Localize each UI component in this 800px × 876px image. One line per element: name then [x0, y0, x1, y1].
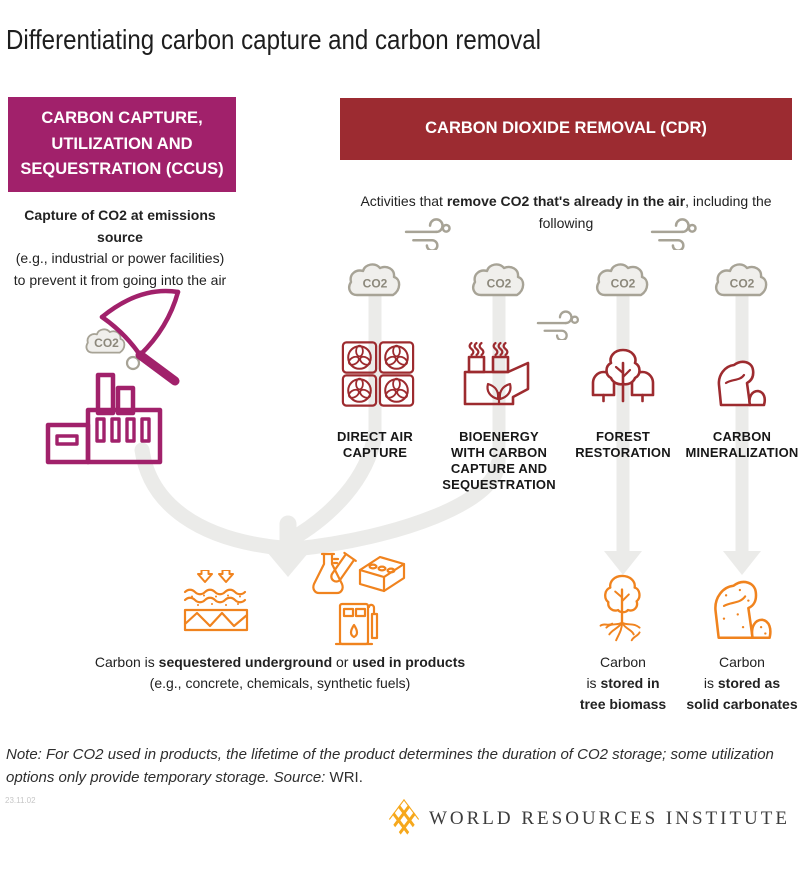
note-source-label: Source:: [273, 769, 330, 787]
factory-building: [45, 372, 163, 465]
solid-carbonate-icon: [714, 580, 772, 640]
svg-text:CO2: CO2: [730, 277, 755, 291]
label-direct-air-capture: DIRECT AIR CAPTURE: [337, 429, 413, 460]
products-icons: [312, 551, 406, 646]
brick-icon: [358, 555, 406, 593]
ccus-desc-line: (e.g., industrial or power facilities): [15, 250, 225, 267]
ccus-header-line: SEQUESTRATION (CCUS): [20, 160, 224, 179]
fuel-pump-icon: [334, 602, 379, 646]
cdr-intro-text: Activities that: [360, 193, 447, 209]
leaf-icon: [486, 382, 512, 406]
tree-biomass-icon: [599, 574, 641, 642]
outcome-tree-text: Carbon is stored in tree biomass: [579, 654, 667, 712]
label-carbon-mineralization: CARBON MINERALIZATION: [685, 429, 799, 460]
beccs-plant-icon: [463, 341, 530, 406]
cdr-intro-bold: remove CO2 that's already in the air: [446, 193, 686, 209]
label-forest-restoration: FOREST RESTORATION: [575, 429, 671, 460]
cdr-header: CARBON DIOXIDE REMOVAL (CDR): [340, 98, 792, 160]
ccus-desc-line: to prevent it from going into the air: [13, 272, 227, 289]
page-title: Differentiating carbon capture and carbo…: [6, 24, 541, 55]
cdr-intro-text: , including the following: [538, 193, 772, 231]
co2-cloud-icon: CO2: [470, 260, 528, 300]
wri-logo-icon: [388, 799, 419, 839]
note-source: WRI.: [329, 769, 363, 787]
smoke-puff-icon: [125, 355, 141, 371]
version-number: 23.11.02: [5, 796, 36, 805]
note-text: Note: For CO2 used in products, the life…: [6, 746, 774, 787]
ccus-desc-bold: Capture of CO2 at emissions source: [24, 207, 216, 245]
wind-icon: [404, 218, 451, 250]
svg-text:CO2: CO2: [487, 277, 512, 291]
test-tube-icon: [330, 551, 357, 583]
wind-icon: [650, 218, 697, 250]
flask-icon: [312, 552, 344, 595]
emissions-source-factory-icon: CO2: [45, 288, 181, 465]
svg-text:CO2: CO2: [363, 277, 388, 291]
co2-cloud-icon: CO2: [346, 260, 404, 300]
wri-logo: WORLD RESOURCES INSTITUTE: [388, 799, 790, 839]
mineral-rock-icon: [717, 360, 767, 407]
wind-icon: [536, 310, 580, 340]
co2-cloud-icon: CO2: [713, 260, 771, 300]
direct-air-capture-icon: .dacu{stroke:#9D2B2F}.dacu .dot{fill:#9D…: [341, 341, 415, 407]
ccus-description: Capture of CO2 at emissions source (e.g.…: [2, 205, 238, 292]
outcome-carbonate-text: Carbon is stored as solid carbonates: [686, 654, 798, 712]
outcome-center-text: Carbon is sequestered underground or use…: [94, 654, 466, 691]
underground-storage-icon: [183, 570, 249, 632]
roots: [599, 621, 641, 642]
wri-logo-text: WORLD RESOURCES INSTITUTE: [428, 808, 790, 829]
svg-text:CO2: CO2: [94, 336, 119, 350]
forest-icon: [591, 348, 655, 403]
svg-text:CO2: CO2: [611, 277, 636, 291]
ccus-header-line: UTILIZATION AND: [51, 134, 193, 153]
label-beccs: BIOENERGY WITH CARBON CAPTURE AND SEQUES…: [442, 429, 556, 492]
ccus-header: CARBON CAPTURE, UTILIZATION AND SEQUESTR…: [8, 97, 236, 192]
cdr-intro: Activities that remove CO2 that's alread…: [340, 191, 792, 234]
capture-net-icon: [99, 288, 181, 386]
cdr-header-label: CARBON DIOXIDE REMOVAL (CDR): [425, 119, 707, 138]
ccus-header-line: CARBON CAPTURE,: [41, 109, 203, 128]
co2-cloud-icon: CO2: [594, 260, 652, 300]
footnote: Note: For CO2 used in products, the life…: [6, 743, 790, 790]
